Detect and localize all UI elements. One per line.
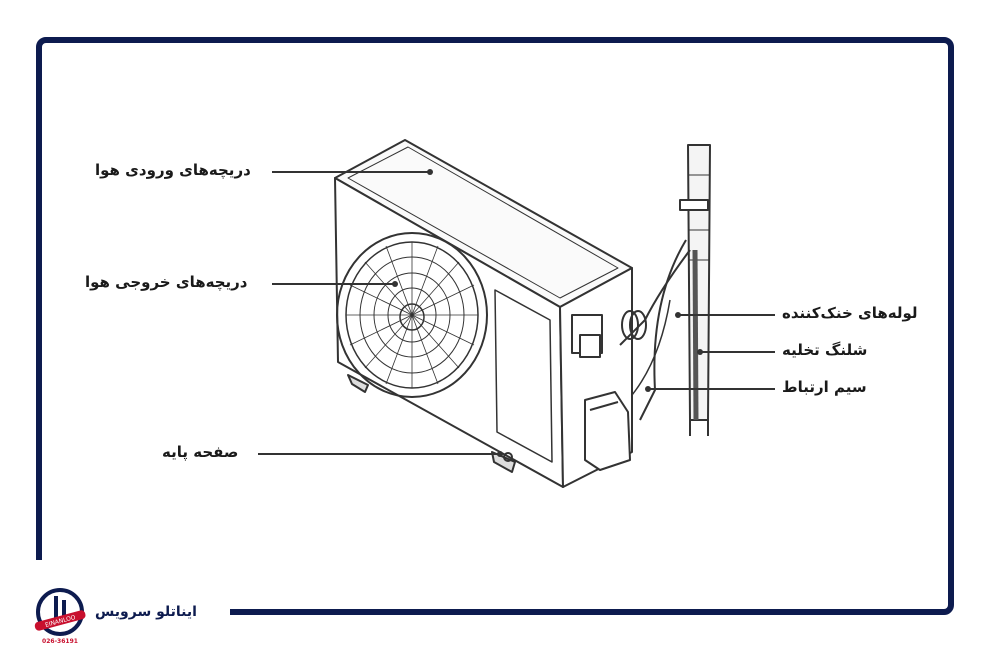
brand-logo: EINANLOO 026-36191 (34, 588, 86, 645)
label-drain-hose: شلنگ تخلیه (782, 341, 868, 359)
border-frame (36, 37, 954, 615)
label-refrigerant-pipes: لوله‌های خنک‌کننده (782, 304, 918, 322)
wall-pipe (687, 144, 711, 421)
label-air-outlet: دریچه‌های خروجی هوا (85, 273, 248, 291)
logo-phone: 026-36191 (42, 638, 78, 645)
label-base-plate: صفحه پایه (162, 443, 239, 461)
fan-grille (336, 232, 488, 398)
label-connection-wire: سیم ارتباط (782, 378, 867, 396)
brand-name: ایناتلو سرویس (95, 604, 197, 620)
label-air-inlet: دریچه‌های ورودی هوا (95, 161, 251, 179)
